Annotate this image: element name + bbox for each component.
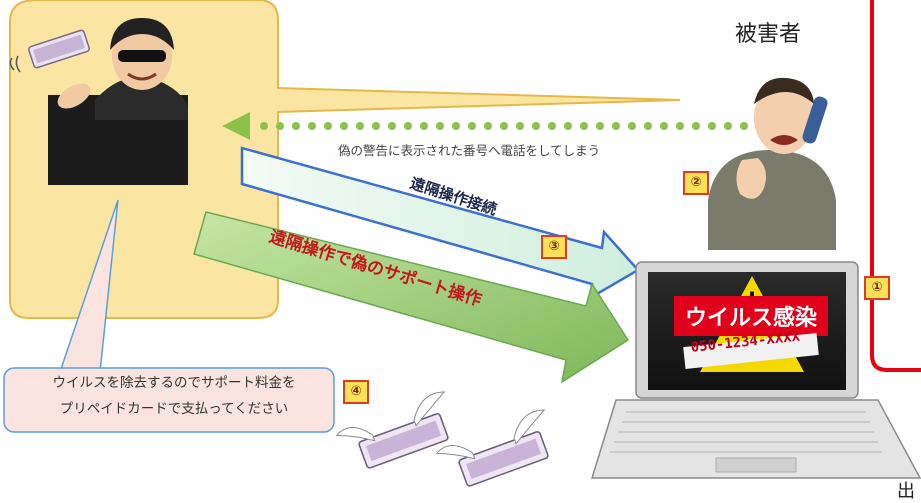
victim-figure bbox=[708, 77, 836, 250]
victim-label: 被害者 bbox=[735, 22, 802, 47]
laptop-warning-text: ウイルス感染 bbox=[684, 306, 817, 331]
payment-message: ウイルスを除去するのでサポート料金を プリペイドカードで支払ってください bbox=[14, 370, 334, 422]
step-badge-3: ③ bbox=[541, 235, 567, 259]
payment-bubble bbox=[3, 367, 335, 433]
source-label-partial: 出 bbox=[897, 481, 915, 502]
laptop: ! bbox=[590, 261, 921, 479]
attacker-money bbox=[9, 29, 90, 73]
attacker-figure bbox=[9, 18, 188, 185]
fake-support-arrow bbox=[193, 211, 630, 384]
step-badge-1: ① bbox=[864, 276, 890, 300]
flying-money bbox=[335, 391, 549, 487]
payment-line-2: プリペイドカードで支払ってください bbox=[59, 401, 289, 417]
step-badge-2: ② bbox=[683, 171, 709, 195]
call-arrow bbox=[222, 112, 748, 140]
attacker-panel bbox=[9, 0, 681, 319]
step-badge-4: ④ bbox=[343, 380, 369, 404]
payment-line-1: ウイルスを除去するのでサポート料金を bbox=[52, 375, 296, 391]
phone-plate bbox=[683, 333, 819, 369]
laptop-keyboard bbox=[590, 399, 921, 479]
highlight-frame bbox=[870, 0, 921, 372]
warning-banner bbox=[674, 296, 828, 336]
remote-connect-arrow bbox=[240, 146, 640, 301]
call-caption: 偽の警告に表示された番号へ電話をしてしまう bbox=[338, 143, 601, 158]
